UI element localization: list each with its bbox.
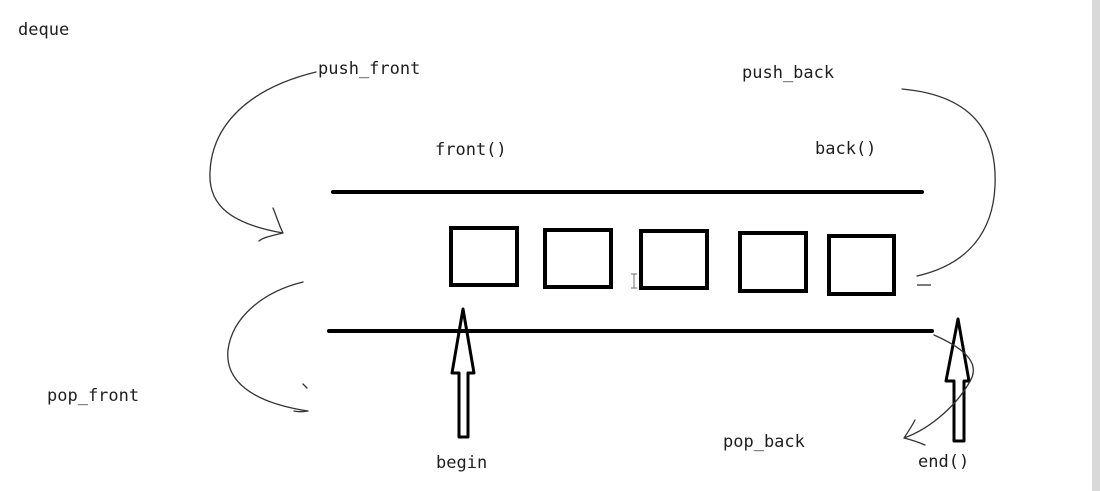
end-arrow [944,317,971,443]
window-edge [1092,0,1100,491]
deque-element-4 [738,231,808,293]
text-cursor-mark [631,273,637,289]
back-label: back() [815,139,876,159]
deque-element-1 [449,226,519,287]
deque-element-5 [827,234,896,296]
deque-title: deque [18,20,69,40]
push-front-curve [209,71,317,242]
deque-element-3 [639,229,709,290]
deque-element-2 [543,228,613,289]
push-front-label: push_front [318,59,420,79]
end-label: end() [918,452,969,472]
pop-back-curve [903,334,974,446]
begin-label: begin [436,453,487,473]
push-back-curve [901,88,996,277]
begin-arrow [450,307,476,439]
push-back-label: push_back [742,63,834,83]
pop-front-label: pop_front [47,386,139,406]
pop-front-curve [227,281,309,413]
front-label: front() [435,140,507,160]
pop-back-label: pop_back [723,432,805,452]
